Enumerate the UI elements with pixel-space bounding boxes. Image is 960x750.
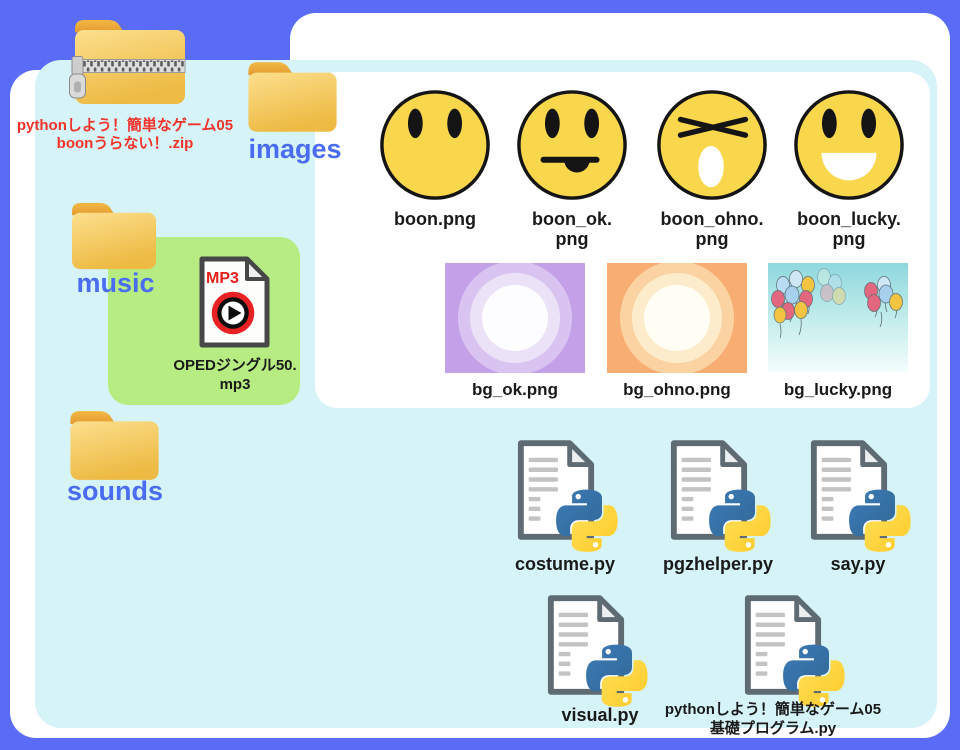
sprite-boon-icon xyxy=(378,88,492,202)
images-folder-icon xyxy=(240,55,345,138)
sprite-label-boon: boon.png xyxy=(394,209,476,229)
sprite-label-boon-lucky: boon_lucky.png xyxy=(797,209,901,249)
bg-ok-thumbnail xyxy=(445,263,585,373)
sprite-boon-ohno-icon xyxy=(655,88,769,202)
bg-label-lucky: bg_lucky.png xyxy=(783,380,893,399)
sprite-label-boon-ok: boon_ok.png xyxy=(532,209,612,249)
folder-label-sounds: sounds xyxy=(66,476,163,506)
sprite-label-boon-ohno: boon_ohno.png xyxy=(660,209,764,249)
python-file-label-say: say.py xyxy=(830,554,886,574)
sprite-boon-lucky-icon xyxy=(792,88,906,202)
python-logo-icon xyxy=(849,489,911,552)
bg-label-ohno: bg_ohno.png xyxy=(623,380,731,399)
mp3-file-icon: MP3 xyxy=(197,255,271,349)
python-logo-icon xyxy=(783,644,845,707)
python-logo-icon xyxy=(586,644,648,707)
folder-label-images: images xyxy=(248,134,342,164)
bg-ohno-thumbnail xyxy=(607,263,747,373)
python-file-costume-icon xyxy=(515,437,618,552)
zip-folder-icon xyxy=(65,12,195,112)
python-logo-icon xyxy=(709,489,771,552)
folder-label-music: music xyxy=(76,268,155,298)
mp3-file-label: OPEDジングル50. mp3 xyxy=(173,357,297,393)
sounds-folder-icon xyxy=(62,404,167,486)
mp3-badge: MP3 xyxy=(206,270,239,287)
python-file-label-visual: visual.py xyxy=(561,705,639,725)
sprite-boon-ok-icon xyxy=(515,88,629,202)
bg-label-ok: bg_ok.png xyxy=(472,380,558,399)
python-logo-icon xyxy=(556,489,618,552)
music-folder-icon xyxy=(64,196,164,275)
python-file-label-pgzhelper: pgzhelper.py xyxy=(662,554,774,574)
python-file-base-program-icon xyxy=(742,592,845,707)
bg-lucky-thumbnail xyxy=(768,263,908,373)
zip-file-label: pythonしよう！簡単なゲーム05 boonうらない！.zip xyxy=(16,117,234,152)
python-file-pgzhelper-icon xyxy=(668,437,771,552)
python-file-label-costume: costume.py xyxy=(514,554,616,574)
python-file-say-icon xyxy=(808,437,911,552)
python-file-visual-icon xyxy=(545,592,648,707)
